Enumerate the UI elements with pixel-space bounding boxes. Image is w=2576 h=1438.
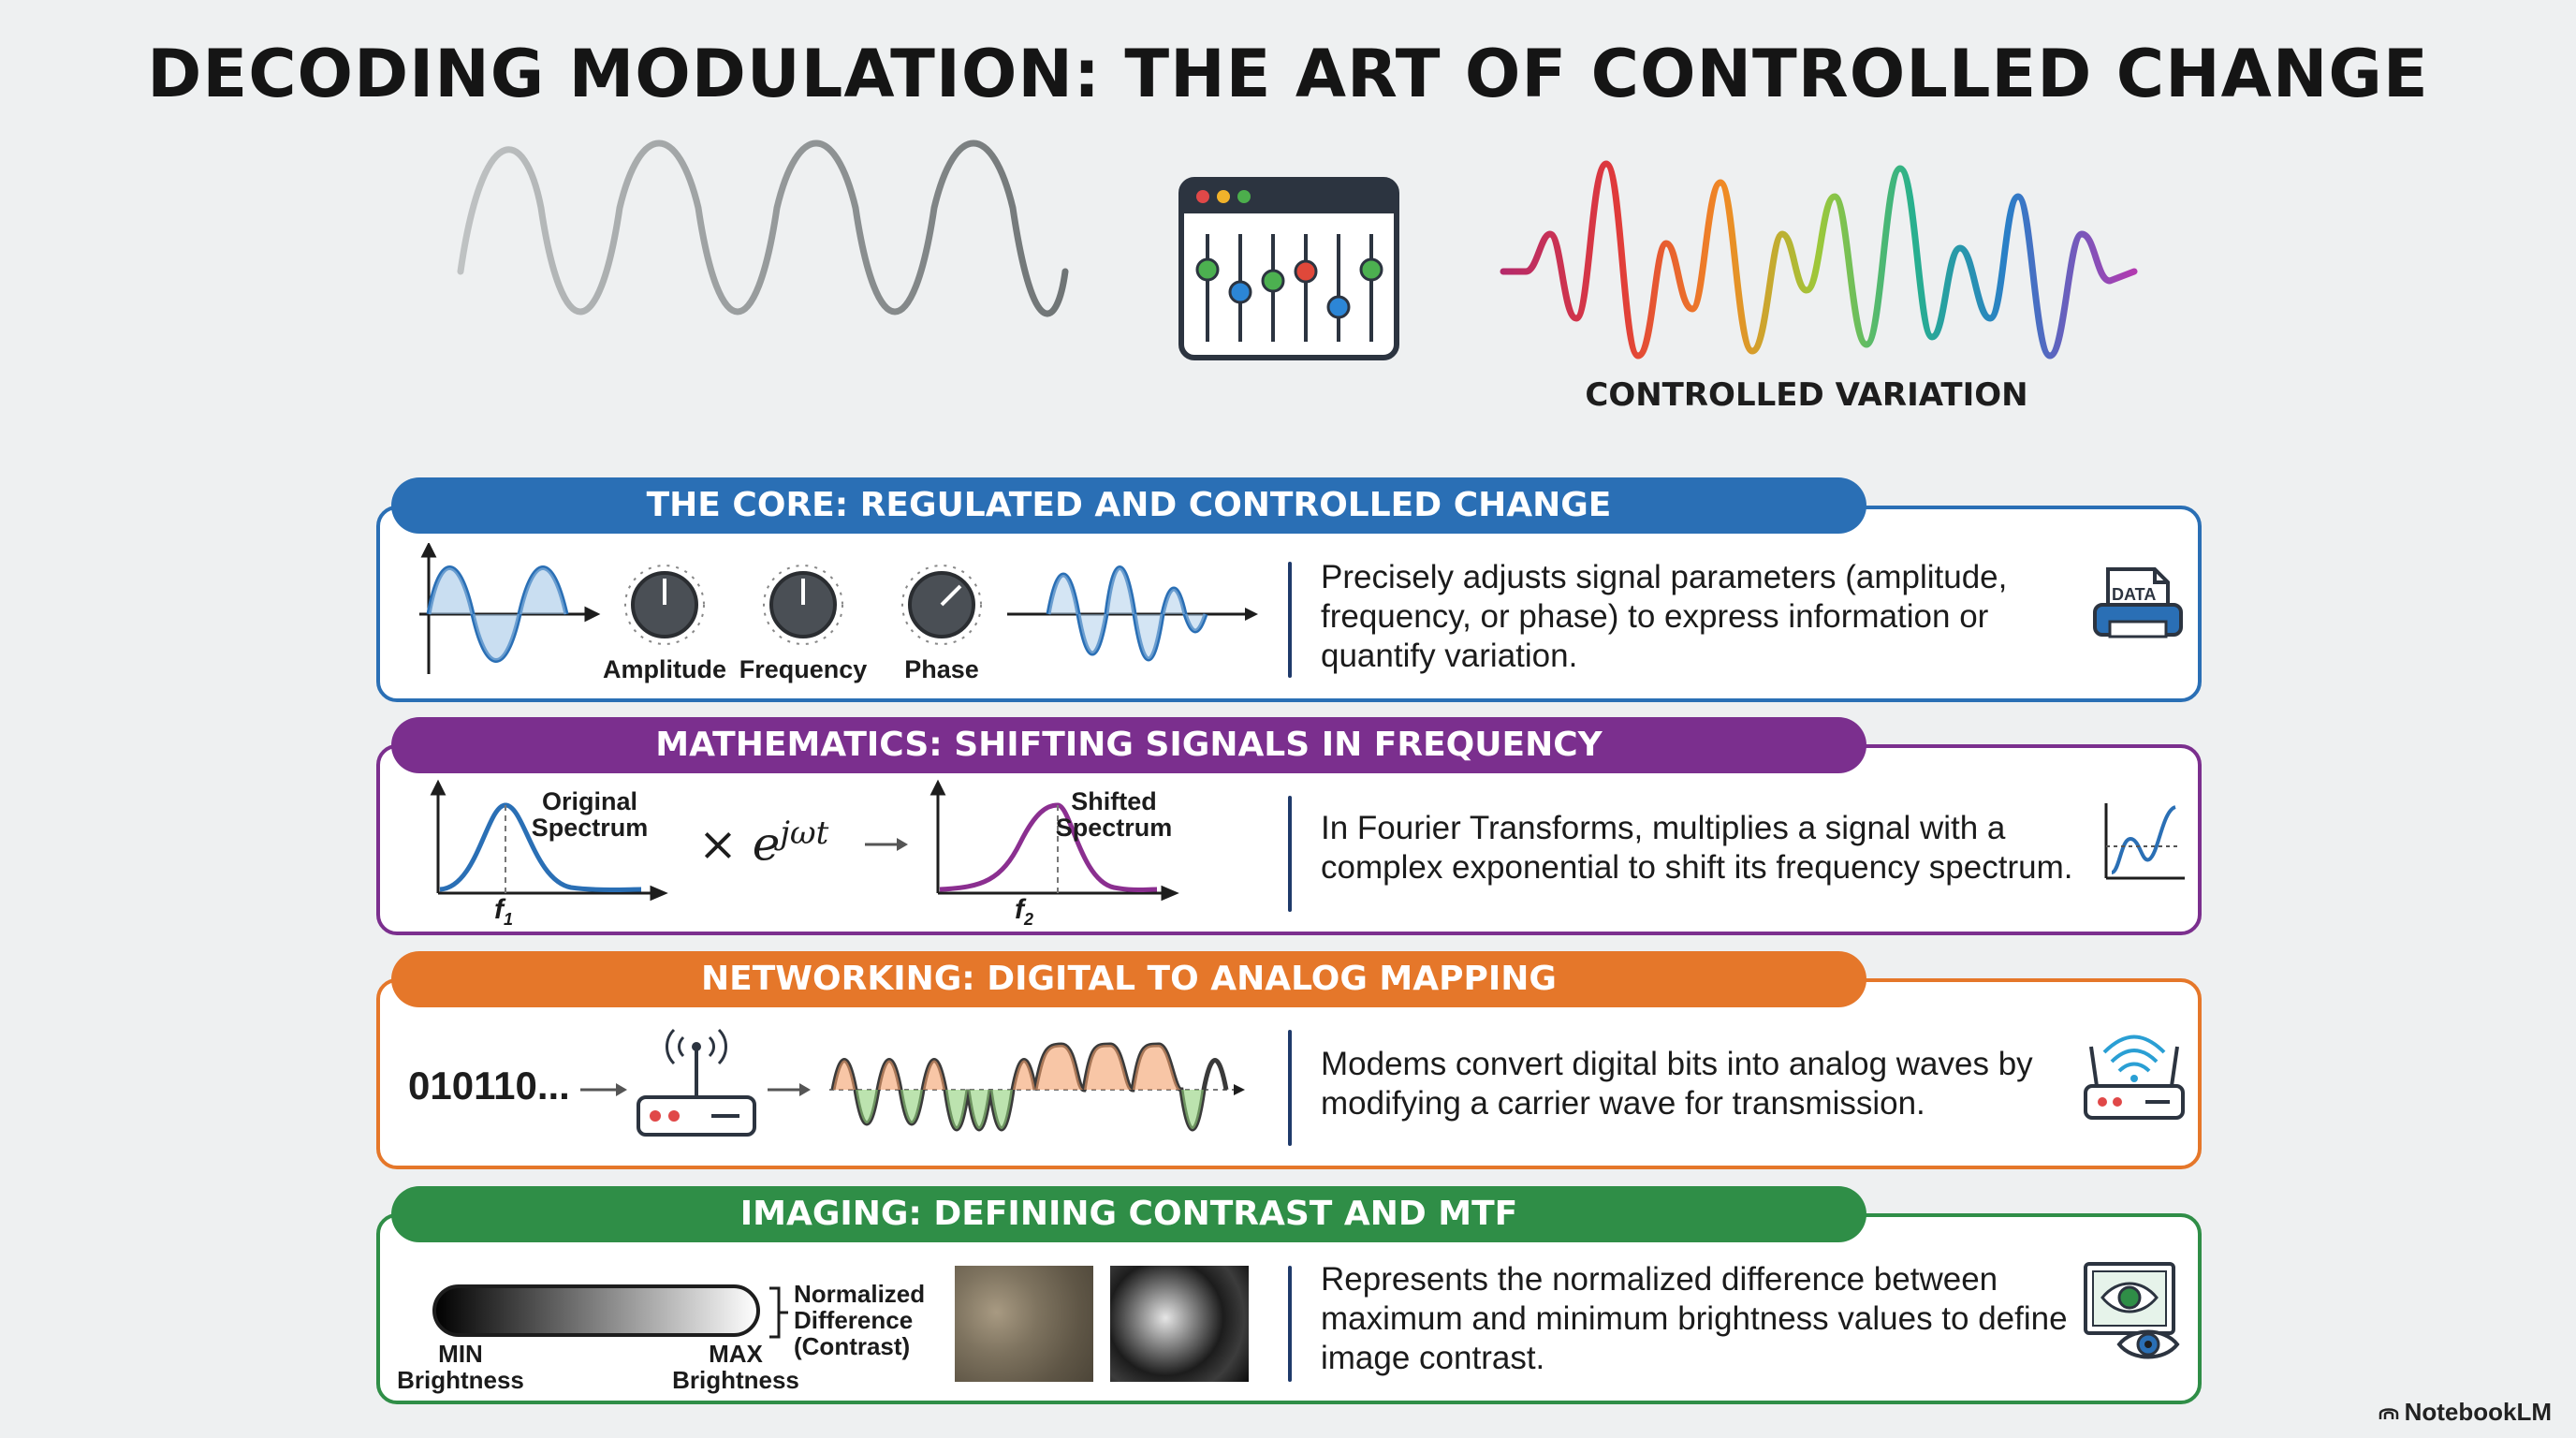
brand-badge: NotebookLM bbox=[2378, 1398, 2552, 1427]
complex-exponential: × ejωt bbox=[698, 814, 828, 872]
max-sub-label: Brightness bbox=[672, 1366, 799, 1394]
controlled-variation-wave bbox=[1500, 160, 2138, 360]
f1-label: f1 bbox=[494, 894, 513, 930]
data-printer-icon: DATA bbox=[2089, 564, 2192, 648]
min-brightness-label: MIN Brightness bbox=[386, 1341, 535, 1393]
amplitude-knob bbox=[624, 565, 705, 645]
divider-core bbox=[1288, 562, 1292, 678]
plain-sine-wave bbox=[457, 139, 1069, 317]
f2-label: f2 bbox=[1015, 894, 1033, 930]
divider-mathematics bbox=[1288, 796, 1292, 912]
min-sub-label: Brightness bbox=[397, 1366, 524, 1394]
notebooklm-logo-icon bbox=[2378, 1407, 2398, 1419]
divider-networking bbox=[1288, 1030, 1292, 1146]
f1-symbol: f bbox=[494, 894, 504, 925]
divider-imaging bbox=[1288, 1266, 1292, 1382]
max-label: MAX bbox=[709, 1340, 763, 1368]
networking-description: Modems convert digital bits into analog … bbox=[1321, 1046, 2033, 1122]
banner-imaging: IMAGING: DEFINING CONTRAST AND MTF bbox=[391, 1186, 1866, 1242]
spectrum-shift-graphic bbox=[430, 779, 1179, 902]
router-icon bbox=[637, 1028, 756, 1137]
eye-monitor-icon bbox=[2084, 1262, 2180, 1359]
controlled-variation-label: CONTROLLED VARIATION bbox=[1585, 376, 2028, 414]
mathematics-description: In Fourier Transforms, multiplies a sign… bbox=[1321, 810, 2073, 886]
imaging-description: Represents the normalized difference bet… bbox=[1321, 1261, 2068, 1376]
core-description: Precisely adjusts signal parameters (amp… bbox=[1321, 559, 2008, 674]
phase-knob bbox=[901, 565, 982, 645]
banner-core: THE CORE: REGULATED AND CONTROLLED CHANG… bbox=[391, 477, 1866, 534]
multiply-operator: × e bbox=[698, 816, 781, 872]
exponent: jωt bbox=[780, 814, 829, 852]
wifi-router-icon bbox=[2084, 1034, 2185, 1120]
mixer-window-icon bbox=[1178, 177, 1399, 360]
frequency-knob bbox=[763, 565, 843, 645]
binary-bits: 010110... bbox=[408, 1064, 570, 1108]
shifted-spectrum-label: Shifted Spectrum bbox=[1055, 787, 1173, 842]
knob-label-phase: Phase bbox=[904, 655, 979, 683]
banner-networking: NETWORKING: DIGITAL TO ANALOG MAPPING bbox=[391, 951, 1866, 1007]
hero-illustration bbox=[457, 139, 2138, 360]
f1-subscript: 1 bbox=[504, 910, 514, 929]
max-brightness-label: MAX Brightness bbox=[661, 1341, 811, 1393]
low-contrast-photo bbox=[955, 1266, 1093, 1382]
f2-symbol: f bbox=[1015, 894, 1024, 925]
modulated-carrier-graphic bbox=[580, 1028, 1245, 1137]
original-spectrum-label: Original Spectrum bbox=[531, 787, 649, 842]
f2-subscript: 2 bbox=[1024, 910, 1034, 929]
banner-mathematics: MATHEMATICS: SHIFTING SIGNALS IN FREQUEN… bbox=[391, 717, 1866, 773]
core-signal-graphic bbox=[419, 543, 1258, 674]
knob-label-amplitude: Amplitude bbox=[603, 655, 726, 683]
shift-graph-icon bbox=[2104, 803, 2185, 880]
brand-label: NotebookLM bbox=[2404, 1398, 2552, 1426]
contrast-gradient-bar bbox=[432, 1284, 760, 1337]
contrast-bracket bbox=[769, 1286, 788, 1339]
page-title: DECODING MODULATION: THE ART OF CONTROLL… bbox=[147, 36, 2429, 112]
normalized-difference-label: Normalized Difference (Contrast) bbox=[794, 1280, 926, 1360]
data-icon-label: DATA bbox=[2112, 585, 2157, 604]
min-label: MIN bbox=[438, 1340, 483, 1368]
knob-label-frequency: Frequency bbox=[739, 655, 868, 683]
high-contrast-photo bbox=[1110, 1266, 1249, 1382]
